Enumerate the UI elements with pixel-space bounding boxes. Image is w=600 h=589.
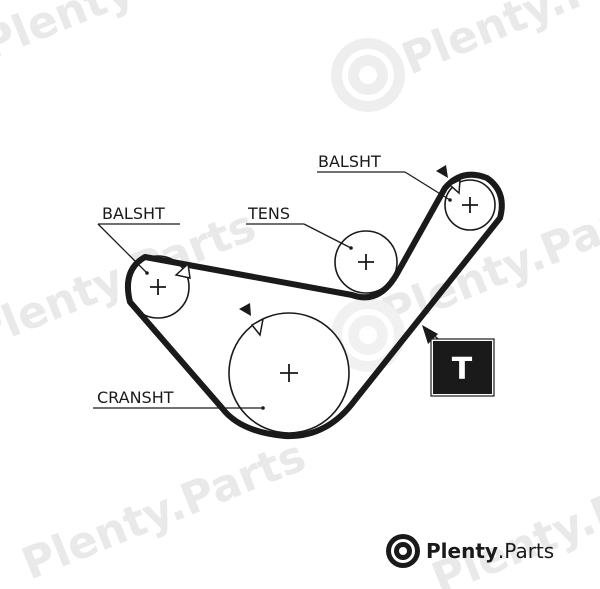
- brake-disc-icon: [386, 534, 420, 568]
- callout-tens: [246, 223, 353, 250]
- brake-disc-icon: [331, 38, 405, 112]
- watermark-text: Plenty.Parts: [15, 430, 313, 589]
- callout-balsht-left: [97, 223, 180, 275]
- timing-mark-badge: T: [422, 325, 495, 397]
- label-balsht-left: BALSHT: [102, 204, 165, 223]
- brake-disc-icon: [331, 298, 405, 372]
- brand-logo: Plenty.Parts: [386, 534, 554, 568]
- rotation-arrow-cransht: [239, 303, 265, 337]
- center-cross-icon: [462, 197, 478, 213]
- brand-text: Plenty.Parts: [426, 539, 554, 563]
- watermark-text: Plenty.Parts: [0, 0, 273, 70]
- pulley-cransht: [228, 312, 350, 434]
- rotation-arrow-balsht-right: [436, 165, 461, 195]
- center-cross-icon: [358, 254, 374, 270]
- callout-balsht-right: [317, 171, 452, 202]
- center-cross-icon: [280, 364, 298, 382]
- label-tens: TENS: [247, 204, 290, 223]
- callout-cransht: [93, 406, 265, 410]
- label-balsht-right: BALSHT: [318, 152, 381, 171]
- center-cross-icon: [150, 279, 166, 295]
- watermark-text: Plenty.Parts: [425, 445, 600, 589]
- timing-badge-letter: T: [452, 352, 473, 387]
- watermark-text: Plenty.Parts: [395, 0, 600, 85]
- label-cransht: CRANSHT: [97, 388, 174, 407]
- rotation-arrow-balsht-left: [174, 262, 191, 279]
